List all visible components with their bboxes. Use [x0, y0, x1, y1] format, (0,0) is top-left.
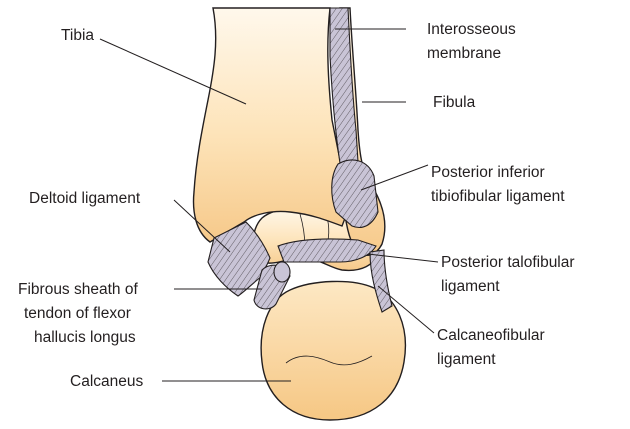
label-posterior-talofibular-line1: Posterior talofibular [441, 254, 575, 271]
label-fibrous-line3: hallucis longus [34, 329, 136, 346]
label-calcaneus: Calcaneus [70, 373, 143, 390]
label-interosseous-line2: membrane [427, 45, 501, 62]
tibia-bone [194, 8, 352, 242]
label-tibia: Tibia [61, 27, 94, 44]
label-posterior-inferior-line2: tibiofibular ligament [431, 188, 565, 205]
label-interosseous-line1: Interosseous [427, 21, 516, 38]
label-posterior-talofibular-line2: ligament [441, 278, 500, 295]
label-fibula: Fibula [433, 94, 476, 111]
fhl-tendon [274, 262, 290, 282]
label-deltoid: Deltoid ligament [29, 190, 141, 207]
label-posterior-inferior-line1: Posterior inferior [431, 164, 545, 181]
label-fibrous-line2: tendon of flexor [24, 305, 131, 322]
label-calcaneofibular-line1: Calcaneofibular [437, 327, 545, 344]
label-fibrous-line1: Fibrous sheath of [18, 281, 138, 298]
label-calcaneofibular-line2: ligament [437, 351, 496, 368]
